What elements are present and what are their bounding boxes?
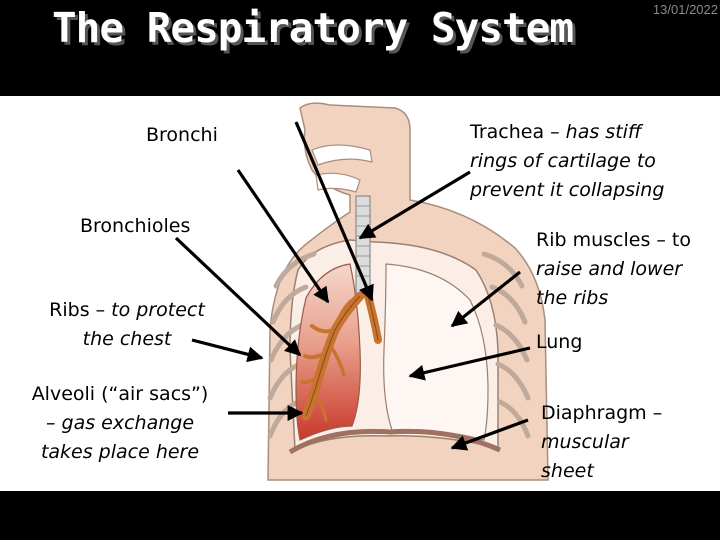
- label-diaphragm: Diaphragm – muscular sheet: [541, 402, 663, 482]
- diagram-panel: Bronchi Bronchioles Ribs – to protect th…: [0, 96, 720, 491]
- arrow-rib-muscles: [450, 270, 521, 328]
- arrow-diaphragm: [450, 418, 529, 451]
- arrow-trachea: [358, 170, 471, 240]
- footer-bar: [0, 491, 720, 540]
- slide-date: 13/01/2022: [652, 2, 718, 17]
- title-bar: The Respiratory System 13/01/2022: [0, 0, 720, 96]
- label-bronchioles: Bronchioles: [80, 215, 191, 237]
- label-arrows: [174, 121, 531, 451]
- page-title: The Respiratory System: [51, 4, 574, 52]
- right-lung: [383, 263, 489, 441]
- label-rib-muscles: Rib muscles – to raise and lower the rib…: [536, 229, 691, 309]
- label-trachea: Trachea – has stiff rings of cartilage t…: [470, 121, 665, 201]
- diaphragm: [288, 428, 502, 455]
- nasal-cavity: [311, 144, 373, 166]
- label-ribs: Ribs – to protect the chest: [49, 299, 205, 350]
- respiratory-diagram: [174, 102, 549, 481]
- arrow-bronchioles: [174, 236, 302, 357]
- arrow-ribs: [191, 338, 264, 363]
- label-lung: Lung: [536, 331, 583, 353]
- arrow-trachea-2: [294, 121, 374, 302]
- label-bronchi: Bronchi: [146, 124, 218, 146]
- label-alveoli: Alveoli (“air sacs”) – gas exchange take…: [31, 383, 209, 463]
- arrow-bronchi: [236, 169, 330, 304]
- ribs-right: [481, 251, 531, 439]
- arrow-lung: [408, 346, 531, 381]
